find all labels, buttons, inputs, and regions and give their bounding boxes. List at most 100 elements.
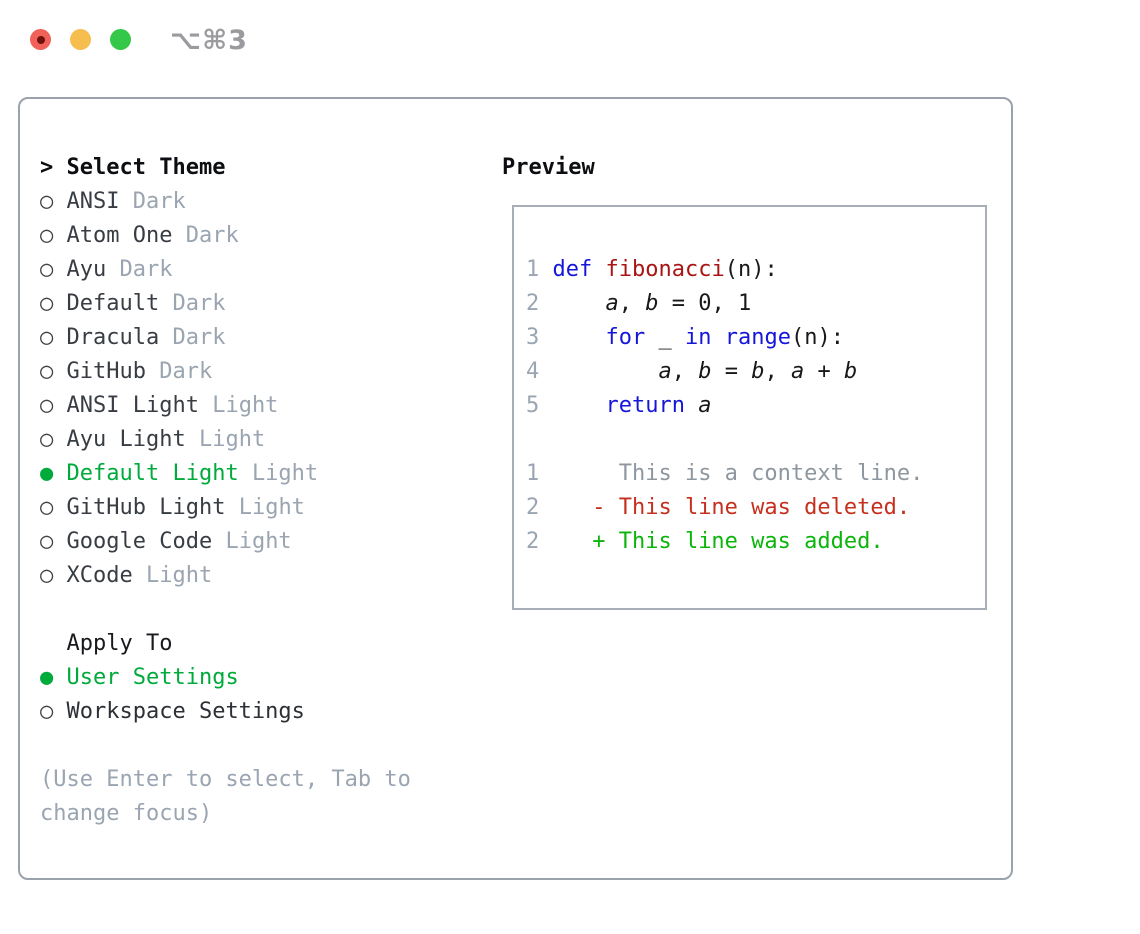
code-token: ,	[671, 359, 699, 384]
radio-icon: ○	[40, 325, 54, 350]
code-token: 1	[526, 461, 540, 486]
code-token: This is a context line.	[539, 461, 924, 486]
code-token: ,	[764, 359, 791, 384]
code-token: 1	[526, 257, 540, 282]
theme-option-ayu-light[interactable]: ○ Ayu Light Light	[40, 423, 411, 457]
theme-list: > Select Theme ○ ANSI Dark○ Atom One Dar…	[40, 151, 411, 831]
code-token: 4	[526, 359, 540, 384]
code-token: a	[790, 359, 805, 384]
code-token: range	[724, 325, 791, 350]
theme-name: ANSI Light	[66, 393, 199, 418]
theme-option-ansi[interactable]: ○ ANSI Dark	[40, 185, 411, 219]
theme-name: GitHub	[66, 359, 146, 384]
radio-icon: ○	[40, 189, 54, 214]
code-token: a	[658, 359, 672, 384]
traffic-lights	[30, 29, 131, 50]
code-token: 5	[526, 393, 540, 418]
radio-selected-icon: ●	[40, 665, 54, 690]
apply-option-workspace-settings[interactable]: ○ Workspace Settings	[40, 695, 411, 729]
code-token: + This line was added.	[539, 529, 884, 554]
radio-icon: ○	[40, 563, 54, 588]
theme-option-dracula[interactable]: ○ Dracula Dark	[40, 321, 411, 355]
preview-line: 3 for _ in range(n):	[526, 321, 985, 355]
theme-name: XCode	[66, 563, 133, 588]
preview-line: 2 - This line was deleted.	[526, 491, 985, 525]
code-token: fibonacci	[605, 257, 725, 282]
preview-line: 1 This is a context line.	[526, 457, 985, 491]
close-button[interactable]	[30, 29, 51, 50]
theme-name: Ayu Light	[66, 427, 186, 452]
code-token: (n):	[790, 325, 844, 350]
theme-option-google-code[interactable]: ○ Google Code Light	[40, 525, 411, 559]
code-token: a	[605, 291, 619, 316]
code-token: (n):	[724, 257, 778, 282]
theme-option-ansi-light[interactable]: ○ ANSI Light Light	[40, 389, 411, 423]
apply-option-label: Workspace Settings	[66, 699, 305, 724]
spacer	[40, 593, 411, 627]
theme-variant: Dark	[159, 359, 213, 384]
theme-option-github[interactable]: ○ GitHub Dark	[40, 355, 411, 389]
code-token: 2	[526, 529, 540, 554]
theme-name: Default	[66, 291, 160, 316]
theme-variant: Dark	[185, 223, 239, 248]
code-token: def	[552, 257, 593, 282]
radio-icon: ○	[40, 529, 54, 554]
preview-line: 5 return a	[526, 389, 985, 423]
code-token: ,	[618, 291, 646, 316]
theme-option-atom-one[interactable]: ○ Atom One Dark	[40, 219, 411, 253]
apply-to-label: Apply To	[66, 631, 173, 656]
spacer	[40, 729, 411, 763]
window-title: ⌥⌘3	[170, 24, 248, 56]
theme-option-github-light[interactable]: ○ GitHub Light Light	[40, 491, 411, 525]
theme-name: ANSI	[66, 189, 120, 214]
radio-icon: ○	[40, 427, 54, 452]
theme-options: ○ ANSI Dark○ Atom One Dark○ Ayu Dark○ De…	[40, 185, 411, 593]
theme-variant: Light	[145, 563, 213, 588]
code-token: for	[605, 325, 646, 350]
code-token	[539, 325, 605, 350]
code-token	[711, 325, 724, 350]
radio-icon: ○	[40, 393, 54, 418]
code-token: b	[843, 359, 858, 384]
theme-option-xcode[interactable]: ○ XCode Light	[40, 559, 411, 593]
select-theme-label: Select Theme	[66, 155, 226, 180]
code-token: 2	[526, 291, 540, 316]
preview-line: 1 def fibonacci(n):	[526, 253, 985, 287]
theme-name: Google Code	[66, 529, 213, 554]
radio-icon: ○	[40, 699, 54, 724]
preview-line: 2 a, b = 0, 1	[526, 287, 985, 321]
code-token	[539, 291, 605, 316]
minimize-button[interactable]	[70, 29, 91, 50]
radio-icon: ○	[40, 359, 54, 384]
theme-variant: Dark	[172, 325, 226, 350]
code-token: in	[684, 325, 712, 350]
code-token: 3	[526, 325, 540, 350]
theme-option-ayu[interactable]: ○ Ayu Dark	[40, 253, 411, 287]
apply-to-header: Apply To	[40, 627, 411, 661]
preview-line	[526, 423, 985, 457]
theme-variant: Light	[198, 427, 266, 452]
theme-variant: Light	[238, 495, 305, 520]
theme-name: GitHub Light	[66, 495, 226, 520]
theme-variant: Dark	[172, 291, 226, 316]
zoom-button[interactable]	[110, 29, 131, 50]
unsaved-indicator-dot	[36, 35, 45, 44]
radio-selected-icon: ●	[40, 461, 54, 486]
radio-icon: ○	[40, 291, 54, 316]
preview-title: Preview	[502, 155, 595, 180]
help-text-line1: (Use Enter to select, Tab to	[40, 767, 411, 792]
radio-icon: ○	[40, 223, 54, 248]
preview-line: 2 + This line was added.	[526, 525, 985, 559]
preview-line: 4 a, b = b, a + b	[526, 355, 985, 389]
theme-name: Dracula	[66, 325, 160, 350]
code-token: b	[645, 291, 659, 316]
code-token	[592, 257, 605, 282]
theme-option-default[interactable]: ○ Default Dark	[40, 287, 411, 321]
theme-variant: Light	[225, 529, 292, 554]
radio-icon: ○	[40, 257, 54, 282]
theme-option-default-light[interactable]: ● Default Light Light	[40, 457, 411, 491]
theme-name: Atom One	[66, 223, 173, 248]
apply-option-user-settings[interactable]: ● User Settings	[40, 661, 411, 695]
